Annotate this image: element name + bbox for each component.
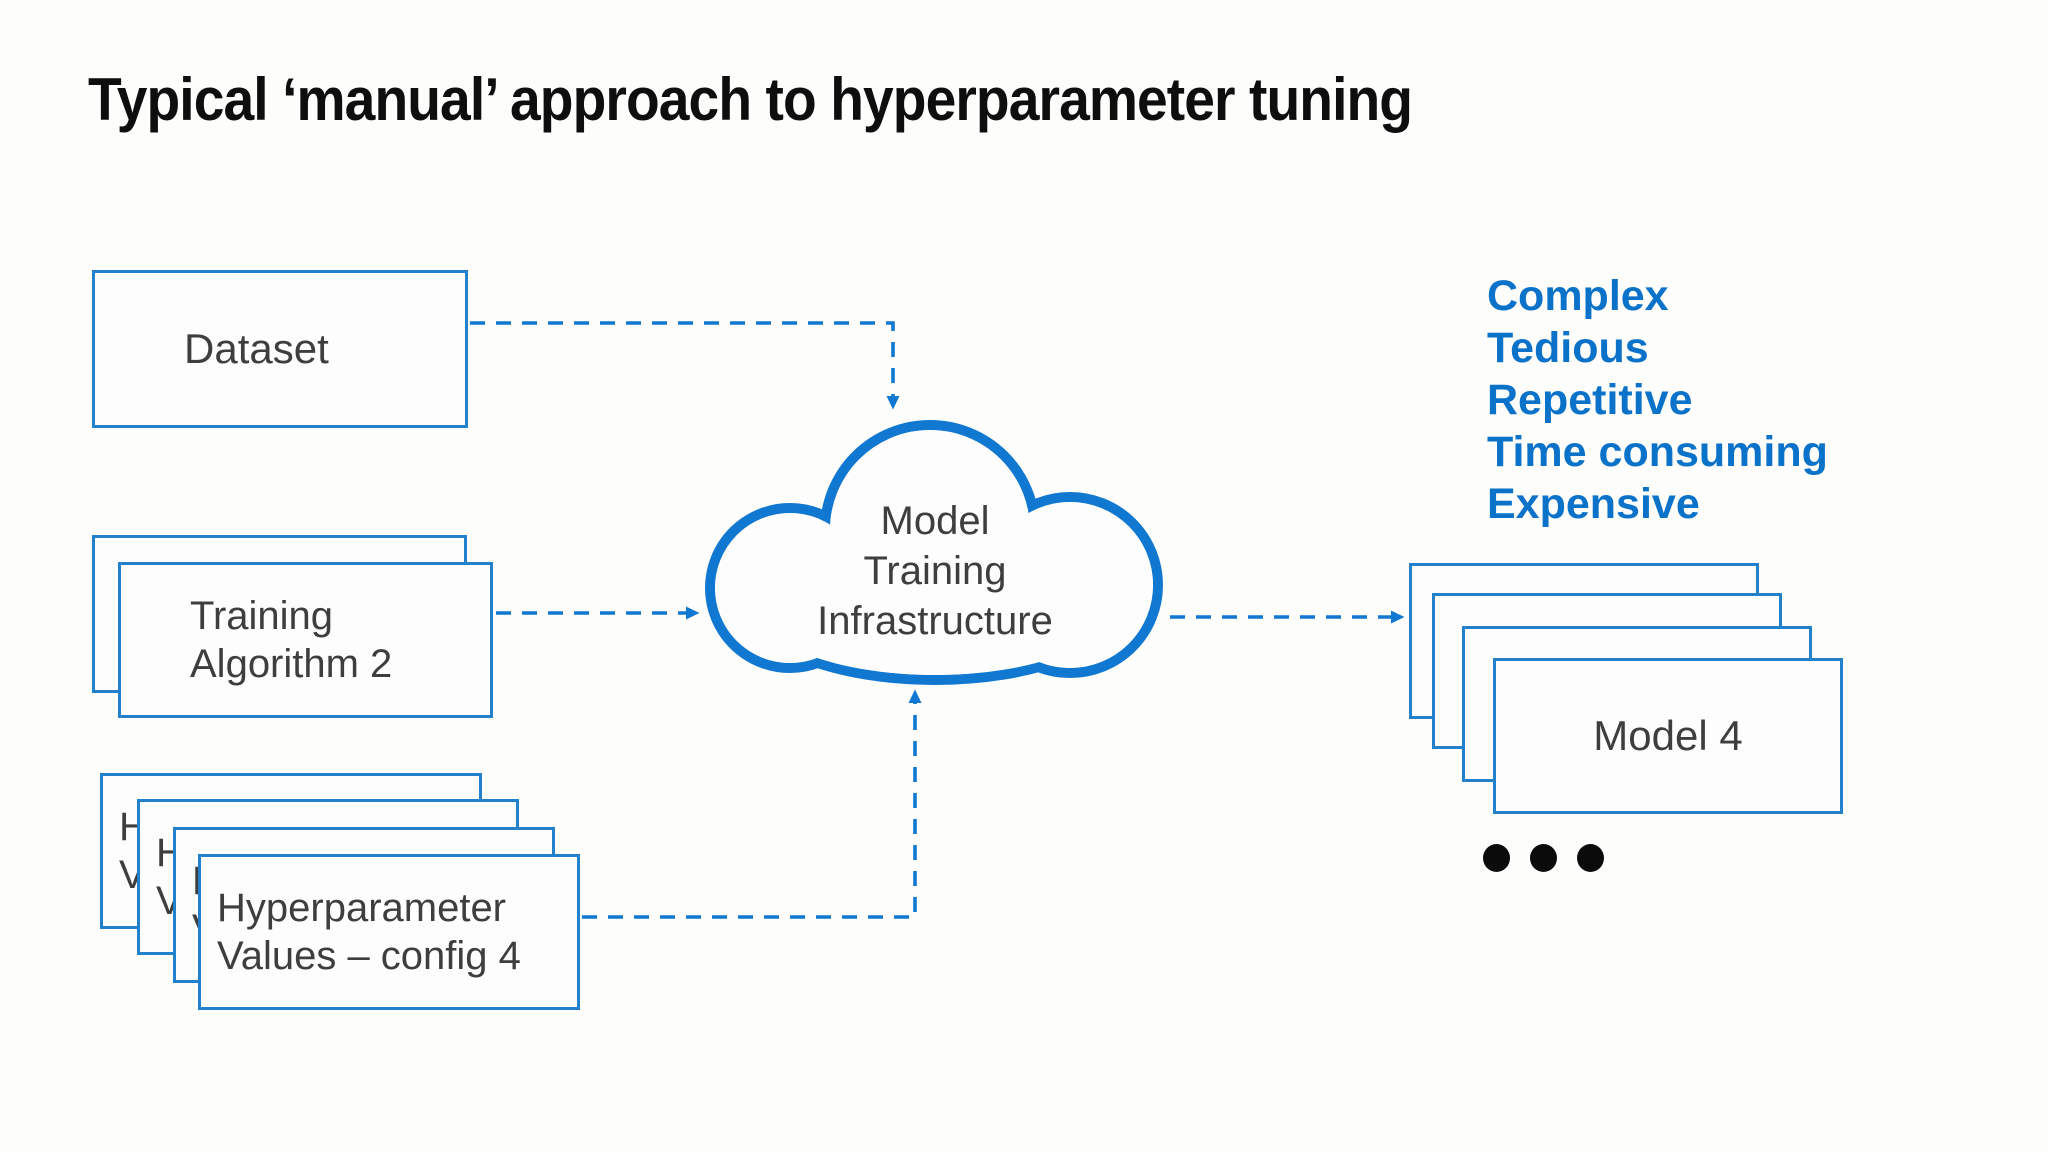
- training-label-line1: Training: [190, 594, 334, 638]
- drawback-item: Tedious: [1487, 324, 1649, 372]
- training-label-line2: Algorithm 2: [190, 642, 393, 686]
- drawback-item: Repetitive: [1487, 376, 1693, 424]
- cloud-label: Model Training Infrastructure: [695, 496, 1175, 646]
- connector-hyperparams-to-cloud: [582, 689, 922, 919]
- dataset-label: Dataset: [184, 325, 329, 372]
- drawback-item: Time consuming: [1487, 428, 1828, 476]
- cloud-shape: [705, 420, 1163, 685]
- hyperparam-label-line1: Hyperparameter: [217, 886, 507, 930]
- model-stack-front-box: Model 4: [1493, 658, 1843, 814]
- ellipsis-dots: [1483, 844, 1604, 872]
- connector-dataset-to-cloud: [470, 321, 900, 410]
- ellipsis-dot: [1530, 844, 1557, 872]
- hyperparam-label-line2: Values – config 4: [217, 934, 521, 978]
- ellipsis-dot: [1577, 844, 1604, 872]
- training-stack-front-box: Training Algorithm 2: [118, 562, 493, 718]
- ellipsis-dot: [1483, 844, 1510, 872]
- slide-title: Typical ‘manual’ approach to hyperparame…: [88, 66, 1413, 133]
- model-label: Model 4: [1593, 712, 1743, 759]
- cloud-label-line3: Infrastructure: [817, 599, 1053, 643]
- hyperparam-stack-front-box: Hyperparameter Values – config 4: [198, 854, 580, 1010]
- drawback-item: Complex: [1487, 272, 1669, 320]
- cloud-label-line2: Training: [863, 549, 1007, 593]
- drawbacks-list: Complex Tedious Repetitive Time consumin…: [1487, 270, 1828, 530]
- cloud-label-line1: Model: [880, 499, 990, 543]
- drawback-item: Expensive: [1487, 480, 1700, 528]
- dataset-box: Dataset: [92, 270, 468, 428]
